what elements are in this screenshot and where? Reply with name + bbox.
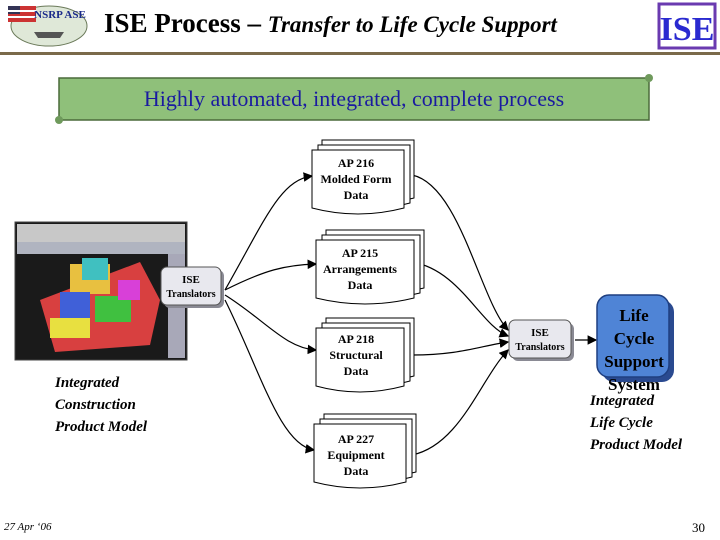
lcs-line2: Support — [604, 352, 664, 371]
document-ap218: AP 218 Structural Data — [315, 317, 415, 393]
doc-ap218-line2: Structural — [329, 348, 383, 362]
title-main: ISE Process – — [104, 8, 262, 38]
banner-text: Highly automated, integrated, complete p… — [143, 86, 565, 111]
left-label-line2: Construction — [55, 397, 136, 413]
doc-ap215-line2: Arrangements — [323, 262, 397, 276]
doc-ap216-line3: Data — [344, 188, 369, 202]
arrow-to-ap215 — [224, 259, 318, 291]
page-title: ISE Process – Transfer to Life Cycle Sup… — [104, 8, 664, 39]
lcs-line1: Life Cycle — [613, 306, 655, 348]
doc-ap215-line3: Data — [348, 278, 373, 292]
header-bar — [0, 0, 720, 52]
lcs-label: Life Cycle Support System — [598, 304, 670, 396]
doc-ap216-line1: AP 216 — [338, 156, 374, 170]
document-ap215: AP 215 Arrangements Data — [315, 229, 425, 305]
doc-ap218-line3: Data — [344, 364, 369, 378]
doc-ap218-line1: AP 218 — [338, 332, 374, 346]
lcs-line3: System — [608, 375, 660, 394]
document-ap227: AP 227 Equipment Data — [313, 413, 417, 489]
lcs-box — [596, 294, 674, 382]
arrow-from-ap216 — [411, 174, 509, 331]
arrow-from-ap215 — [411, 261, 510, 338]
translator-box-left: ISE Translators — [160, 266, 224, 308]
doc-ap216-line2: Molded Form — [321, 172, 392, 186]
right-label-line3: Product Model — [590, 437, 683, 453]
translator-right-line2: Translators — [515, 342, 564, 353]
arrow-from-ap218 — [411, 338, 510, 356]
footer-date: 27 Apr ‘06 — [4, 521, 52, 533]
translator-left-line2: Translators — [166, 289, 215, 300]
ise-logo: ISE — [657, 2, 717, 50]
arrow-from-ap227 — [411, 349, 509, 456]
left-model-label: Integrated Construction Product Model — [55, 372, 185, 438]
translator-box-right: ISE Translators — [508, 319, 574, 361]
banner-scroll — [55, 74, 653, 124]
right-label-line2: Life Cycle — [590, 415, 653, 431]
header-divider — [0, 52, 720, 55]
doc-ap227-line1: AP 227 — [338, 432, 374, 446]
left-label-line1: Integrated — [55, 375, 120, 391]
translator-left-line1: ISE — [182, 274, 200, 286]
translator-right-line1: ISE — [531, 327, 549, 339]
right-model-label: Integrated Life Cycle Product Model — [590, 390, 715, 456]
doc-ap227-line2: Equipment — [327, 448, 384, 462]
arrow-to-ap216 — [224, 172, 314, 291]
doc-ap227-line3: Data — [344, 464, 369, 478]
title-subtitle: Transfer to Life Cycle Support — [267, 12, 557, 37]
document-ap216: AP 216 Molded Form Data — [311, 139, 415, 215]
ise-logo-text: ISE — [660, 11, 715, 48]
arrow-to-ap218 — [224, 294, 318, 355]
left-label-line3: Product Model — [55, 419, 148, 435]
arrow-to-ap227 — [224, 299, 316, 454]
nsrp-logo-text: NSRP ASE — [34, 9, 86, 21]
doc-ap215-line1: AP 215 — [342, 246, 378, 260]
nsrp-ase-logo: NSRP ASE — [4, 2, 94, 48]
page-number: 30 — [692, 520, 705, 535]
right-label-line1: Integrated — [590, 393, 655, 409]
construction-model-image — [14, 221, 188, 361]
